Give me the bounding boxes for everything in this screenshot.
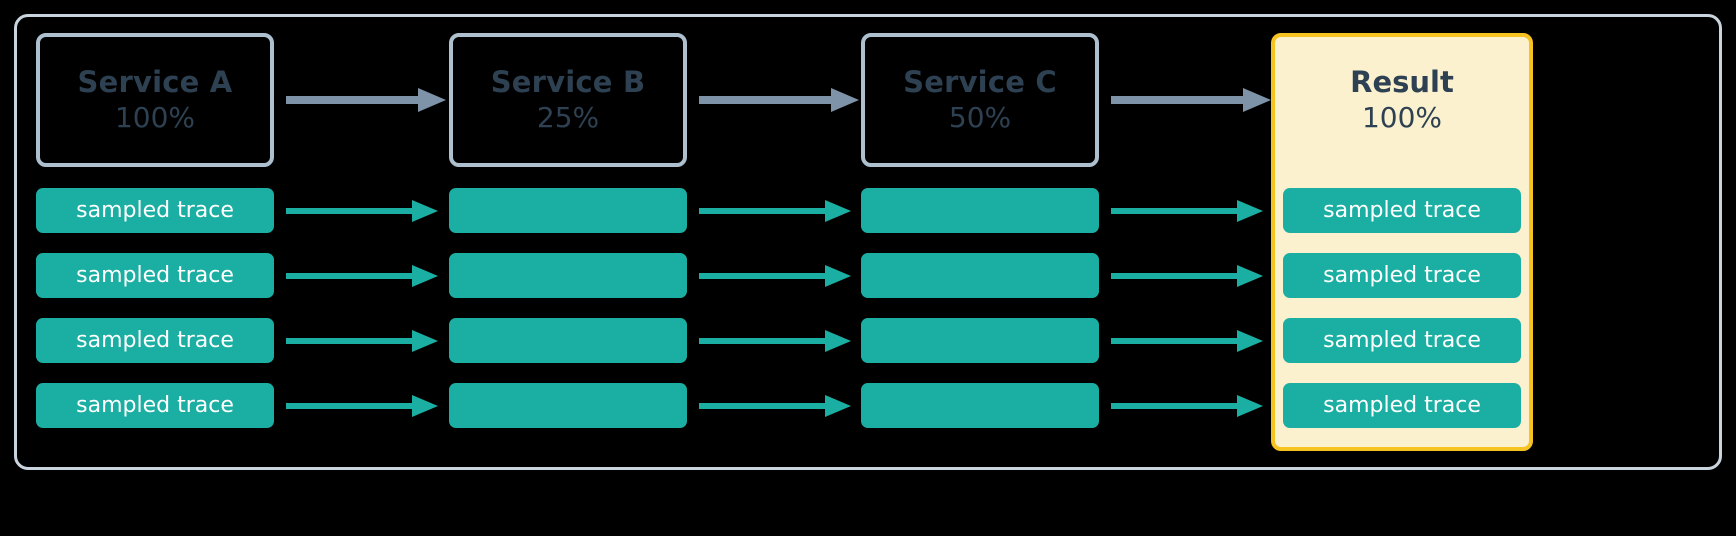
trace-chip-c-row-2[interactable] — [861, 253, 1099, 298]
service-box-c[interactable]: Service C 50% — [861, 33, 1099, 167]
trace-chip-result-row-2[interactable]: sampled trace — [1283, 253, 1521, 298]
trace-chip-c-row-3[interactable] — [861, 318, 1099, 363]
trace-chip-result-row-3[interactable]: sampled trace — [1283, 318, 1521, 363]
trace-chip-result-row-4[interactable]: sampled trace — [1283, 383, 1521, 428]
trace-chip-label: sampled trace — [1323, 197, 1481, 223]
trace-arrow-c-to-result-row-1 — [1111, 198, 1263, 224]
service-a-name: Service A — [77, 64, 233, 99]
trace-chip-label: sampled trace — [1323, 327, 1481, 353]
trace-arrow-a-to-b-row-3 — [286, 328, 438, 354]
trace-arrow-a-to-b-row-4 — [286, 393, 438, 419]
trace-chip-label: sampled trace — [76, 327, 234, 353]
trace-arrow-b-to-c-row-1 — [699, 198, 851, 224]
trace-chip-result-row-1[interactable]: sampled trace — [1283, 188, 1521, 233]
service-box-a[interactable]: Service A 100% — [36, 33, 274, 167]
header-arrow-c-to-result — [1111, 86, 1271, 114]
trace-chip-label: sampled trace — [76, 197, 234, 223]
trace-arrow-b-to-c-row-3 — [699, 328, 851, 354]
trace-chip-c-row-4[interactable] — [861, 383, 1099, 428]
trace-chip-b-row-2[interactable] — [449, 253, 687, 298]
trace-arrow-a-to-b-row-1 — [286, 198, 438, 224]
diagram-outer-frame — [14, 14, 1722, 470]
service-a-percent: 100% — [114, 100, 196, 134]
trace-arrow-c-to-result-row-2 — [1111, 263, 1263, 289]
service-c-percent: 50% — [948, 100, 1012, 134]
trace-arrow-b-to-c-row-2 — [699, 263, 851, 289]
trace-chip-b-row-1[interactable] — [449, 188, 687, 233]
trace-chip-b-row-3[interactable] — [449, 318, 687, 363]
trace-chip-a-row-3[interactable]: sampled trace — [36, 318, 274, 363]
trace-chip-a-row-2[interactable]: sampled trace — [36, 253, 274, 298]
trace-arrow-a-to-b-row-2 — [286, 263, 438, 289]
header-arrow-b-to-c — [699, 86, 859, 114]
result-highlight-panel — [1271, 33, 1533, 451]
trace-arrow-c-to-result-row-4 — [1111, 393, 1263, 419]
header-arrow-a-to-b — [286, 86, 446, 114]
service-b-name: Service B — [490, 64, 646, 99]
service-c-name: Service C — [903, 64, 1057, 99]
trace-chip-a-row-1[interactable]: sampled trace — [36, 188, 274, 233]
trace-chip-a-row-4[interactable]: sampled trace — [36, 383, 274, 428]
trace-arrow-b-to-c-row-4 — [699, 393, 851, 419]
trace-arrow-c-to-result-row-3 — [1111, 328, 1263, 354]
trace-chip-label: sampled trace — [76, 262, 234, 288]
trace-chip-c-row-1[interactable] — [861, 188, 1099, 233]
service-b-percent: 25% — [536, 100, 600, 134]
trace-chip-label: sampled trace — [1323, 262, 1481, 288]
trace-chip-b-row-4[interactable] — [449, 383, 687, 428]
trace-chip-label: sampled trace — [1323, 392, 1481, 418]
service-box-b[interactable]: Service B 25% — [449, 33, 687, 167]
trace-chip-label: sampled trace — [76, 392, 234, 418]
